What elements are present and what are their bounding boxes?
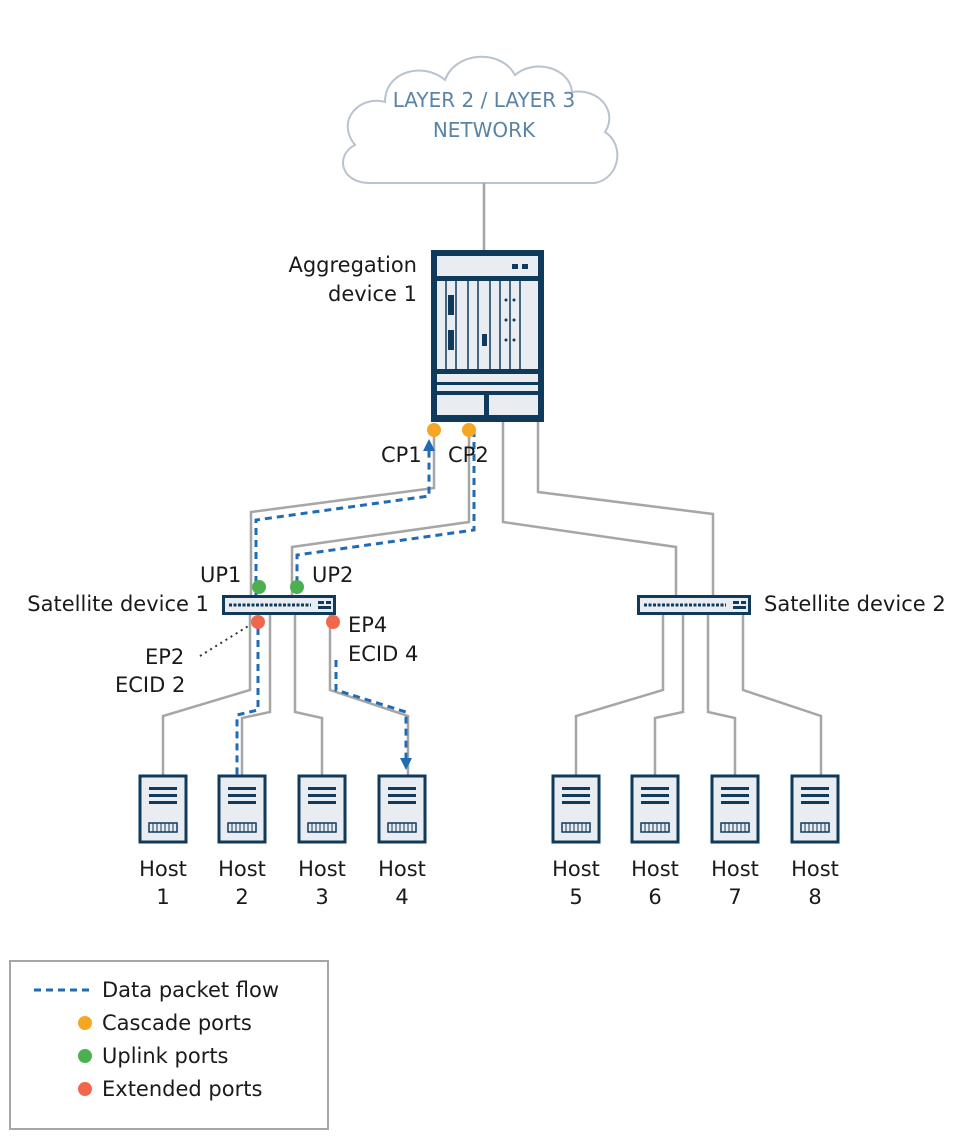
host-label-number: 4 [395, 885, 408, 909]
host-6: Host 6 [630, 774, 680, 909]
cable-sat1-host3 [293, 615, 324, 776]
cloud-label-line1: LAYER 2 / LAYER 3 [393, 88, 576, 112]
extended-port-ep2 [251, 615, 265, 629]
host-1: Host 1 [138, 774, 188, 909]
cable-sat1-host2 [240, 615, 272, 776]
server-icon [297, 774, 347, 844]
legend-label: Extended ports [102, 1077, 262, 1101]
flow-arrow-up [423, 439, 435, 451]
host-label-word: Host [378, 857, 426, 881]
host-5: Host 5 [551, 774, 601, 909]
host-label-number: 6 [648, 885, 661, 909]
host-label-word: Host [631, 857, 679, 881]
host-8: Host 8 [790, 774, 840, 909]
host-label-word: Host [711, 857, 759, 881]
ep2-label: EP2 [145, 645, 184, 669]
host-3: Host 3 [297, 774, 347, 909]
ep2-pointer [199, 624, 251, 657]
legend-item: Data packet flow [34, 978, 279, 1002]
satellite-2-label: Satellite device 2 [764, 592, 946, 616]
server-icon [138, 774, 188, 844]
host-label-word: Host [791, 857, 839, 881]
legend-label: Data packet flow [102, 978, 279, 1002]
server-icon [551, 774, 601, 844]
flow-arrow-down [400, 758, 412, 770]
satellite-device-2-icon [637, 595, 751, 615]
satellite-1-label: Satellite device 1 [27, 592, 209, 616]
host-label-number: 3 [315, 885, 328, 909]
data-flow-ep2-host2 [235, 628, 260, 776]
ep4-label: EP4 [348, 613, 387, 637]
up2-label: UP2 [312, 563, 353, 587]
server-icon [630, 774, 680, 844]
cable-agg-sat2-b [536, 422, 715, 595]
host-label-number: 2 [235, 885, 248, 909]
cable-cp1-up1 [249, 430, 436, 595]
host-label-word: Host [298, 857, 346, 881]
cascade-port-cp1 [427, 423, 441, 437]
legend-label: Cascade ports [102, 1011, 252, 1035]
uplink-port-up1 [252, 580, 266, 594]
cable-sat2-host7 [706, 615, 737, 776]
cloud-shape [342, 55, 619, 184]
cloud-label-line2: NETWORK [433, 118, 536, 142]
legend-item: Uplink ports [78, 1044, 229, 1068]
uplink-port-up2 [290, 580, 304, 594]
cable-sat2-host8 [741, 615, 823, 776]
server-icon [377, 774, 427, 844]
extended-port-ep4 [326, 615, 340, 629]
legend-label: Uplink ports [102, 1044, 229, 1068]
cable-cp2-up2 [290, 430, 471, 595]
legend-swatch-dot [78, 1082, 92, 1096]
host-label-number: 8 [808, 885, 821, 909]
data-flow-ep4-host4 [334, 660, 408, 760]
data-flow-up1-cp1 [254, 448, 431, 595]
host-7: Host 7 [710, 774, 760, 909]
host-label-word: Host [552, 857, 600, 881]
ecid4-label: ECID 4 [348, 642, 418, 666]
legend-item: Cascade ports [78, 1011, 252, 1035]
cable-agg-sat2-a [501, 422, 678, 595]
data-flow-cp2-up2 [295, 430, 476, 592]
aggregation-device-icon [431, 250, 544, 422]
aggregation-label-line2: device 1 [328, 282, 417, 306]
cascade-port-cp2 [462, 423, 476, 437]
legend-swatch-dot [78, 1049, 92, 1063]
cp2-label: CP2 [448, 443, 489, 467]
cable-sat1-host1 [161, 615, 252, 776]
legend-swatch-dot [78, 1016, 92, 1030]
satellite-device-1-icon [222, 595, 336, 615]
host-label-number: 5 [569, 885, 582, 909]
server-icon [790, 774, 840, 844]
aggregation-label-line1: Aggregation [288, 253, 417, 277]
host-2: Host 2 [217, 774, 267, 909]
cable-sat1-host4 [328, 615, 410, 776]
host-label-word: Host [218, 857, 266, 881]
host-label-number: 1 [156, 885, 169, 909]
server-icon [710, 774, 760, 844]
host-4: Host 4 [377, 774, 427, 909]
up1-label: UP1 [200, 563, 241, 587]
cable-sat2-host6 [653, 615, 685, 776]
cable-sat2-host5 [574, 615, 665, 776]
legend-item: Extended ports [78, 1077, 262, 1101]
ecid2-label: ECID 2 [115, 673, 185, 697]
host-label-number: 7 [728, 885, 741, 909]
host-label-word: Host [139, 857, 187, 881]
cp1-label: CP1 [381, 443, 422, 467]
server-icon [217, 774, 267, 844]
